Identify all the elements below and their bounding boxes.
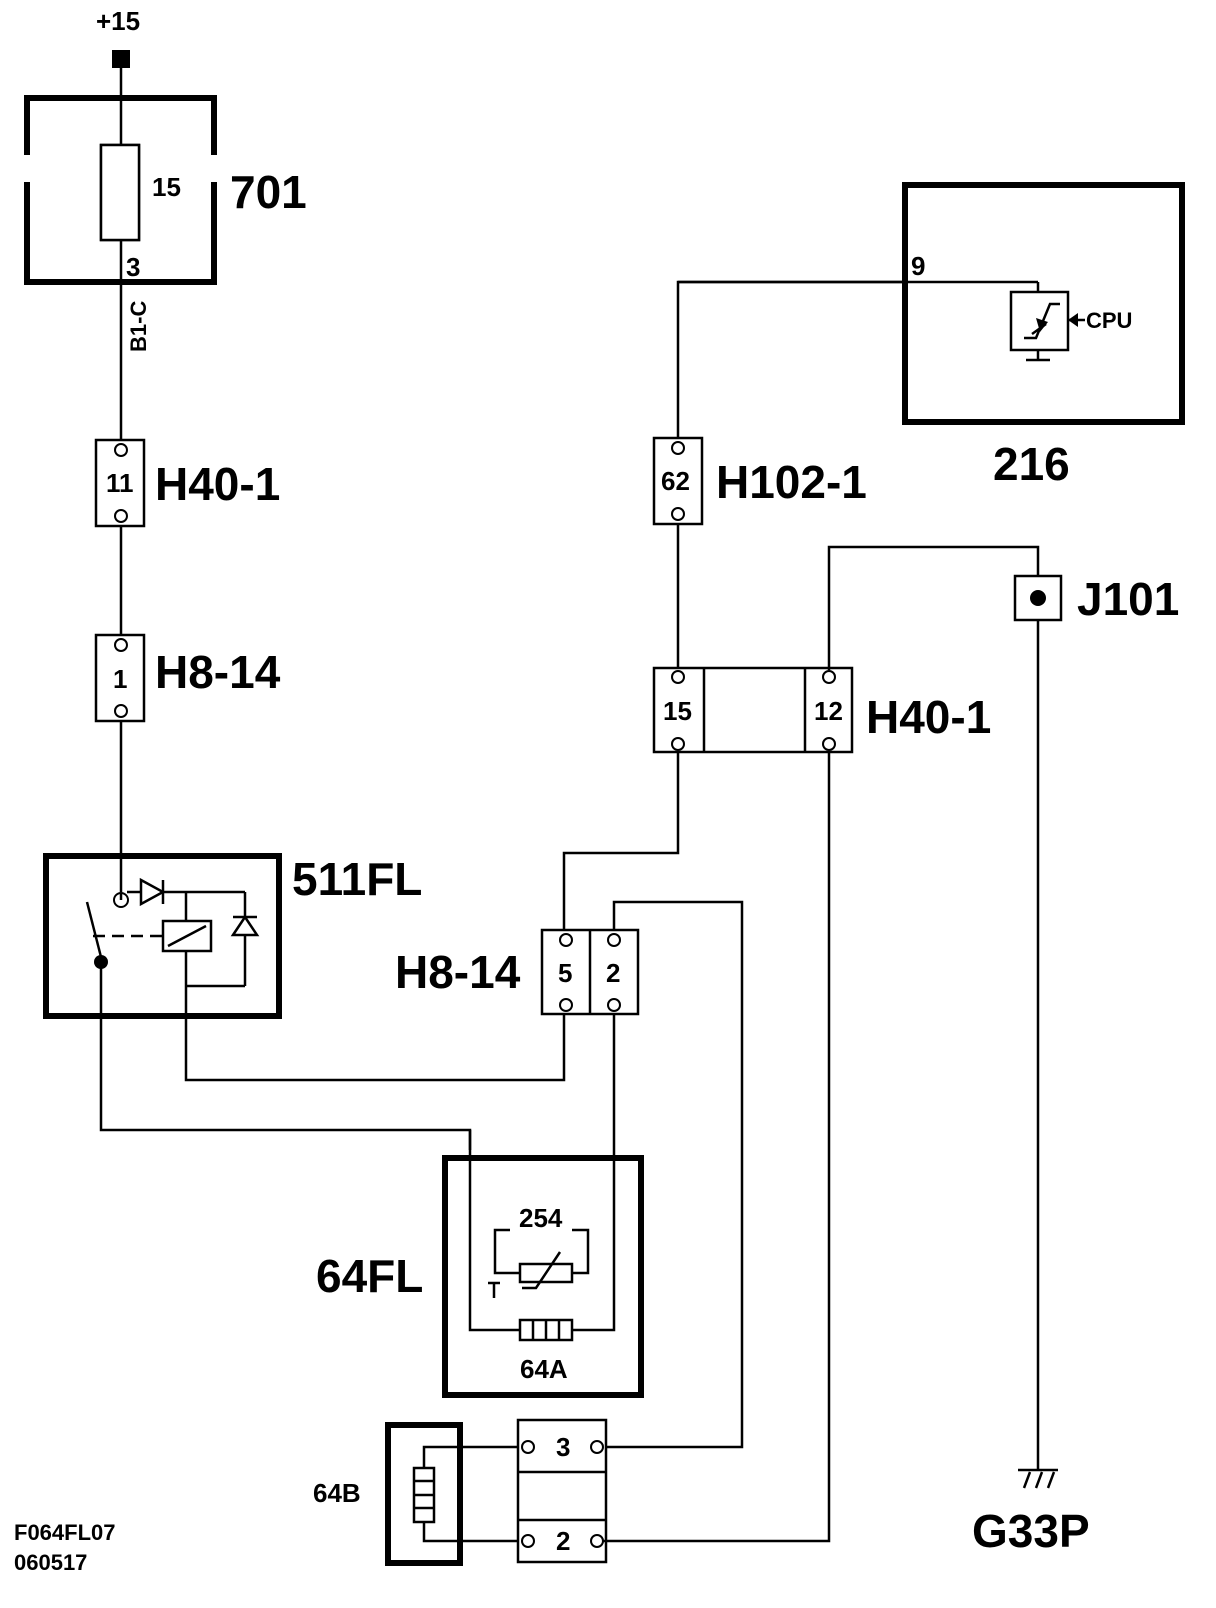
connector-h8-14-top: 1 H8-14 bbox=[94, 633, 281, 723]
pin-12: 12 bbox=[814, 696, 843, 726]
connector-label: H102-1 bbox=[716, 456, 867, 508]
element-64b: 64B bbox=[313, 1422, 526, 1566]
connector-64b: 3 2 bbox=[516, 1418, 608, 1564]
connector-label: H40-1 bbox=[155, 458, 280, 510]
pin-11: 11 bbox=[106, 468, 134, 498]
ecu-pin-9: 9 bbox=[911, 251, 925, 281]
fuse-box-701: 15 3 701 bbox=[24, 95, 307, 285]
relay-511fl bbox=[43, 853, 282, 1019]
junction-label: J101 bbox=[1077, 573, 1179, 625]
ecu-label: 216 bbox=[993, 438, 1070, 490]
diagram-date: 060517 bbox=[14, 1550, 87, 1575]
ecu-216: 9 CPU bbox=[678, 182, 1185, 425]
diagram-code: F064FL07 bbox=[14, 1520, 116, 1545]
heater-label: 64A bbox=[520, 1354, 568, 1384]
pin-5: 5 bbox=[558, 958, 572, 988]
pump-label: 64FL bbox=[316, 1250, 423, 1302]
pin-2: 2 bbox=[556, 1526, 570, 1556]
connector-h40-1-mid: 15 12 H40-1 bbox=[652, 666, 991, 754]
connector-label: H8-14 bbox=[155, 646, 281, 698]
junction-j101: J101 bbox=[1013, 573, 1179, 625]
pump-64fl: 254 64A bbox=[442, 1130, 644, 1398]
element-64b-label: 64B bbox=[313, 1478, 361, 1508]
connector-label: H8-14 bbox=[395, 946, 521, 998]
wire-code: B1-C bbox=[126, 301, 151, 352]
connector-h8-14-mid: 5 2 H8-14 bbox=[395, 928, 640, 1016]
pin-62: 62 bbox=[661, 466, 690, 496]
pin-15: 15 bbox=[663, 696, 692, 726]
supply-terminal bbox=[112, 50, 130, 68]
pin-1: 1 bbox=[113, 664, 127, 694]
pin-2: 2 bbox=[606, 958, 620, 988]
connector-label: H40-1 bbox=[866, 691, 991, 743]
fuse-rating: 15 bbox=[152, 172, 181, 202]
fuse-pin-label: 3 bbox=[126, 252, 140, 282]
ground-g33p: G33P bbox=[972, 1468, 1090, 1557]
connector-h102-1: 62 H102-1 bbox=[652, 436, 867, 526]
pin-3: 3 bbox=[556, 1432, 570, 1462]
connector-h40-1-top: 11 H40-1 bbox=[94, 438, 280, 528]
supply-label: +15 bbox=[96, 6, 140, 36]
ground-label: G33P bbox=[972, 1505, 1090, 1557]
thermistor-label: 254 bbox=[519, 1203, 563, 1233]
relay-label: 511FL bbox=[292, 853, 422, 905]
fuse-box-label: 701 bbox=[230, 166, 307, 218]
cpu-label: CPU bbox=[1086, 308, 1132, 333]
